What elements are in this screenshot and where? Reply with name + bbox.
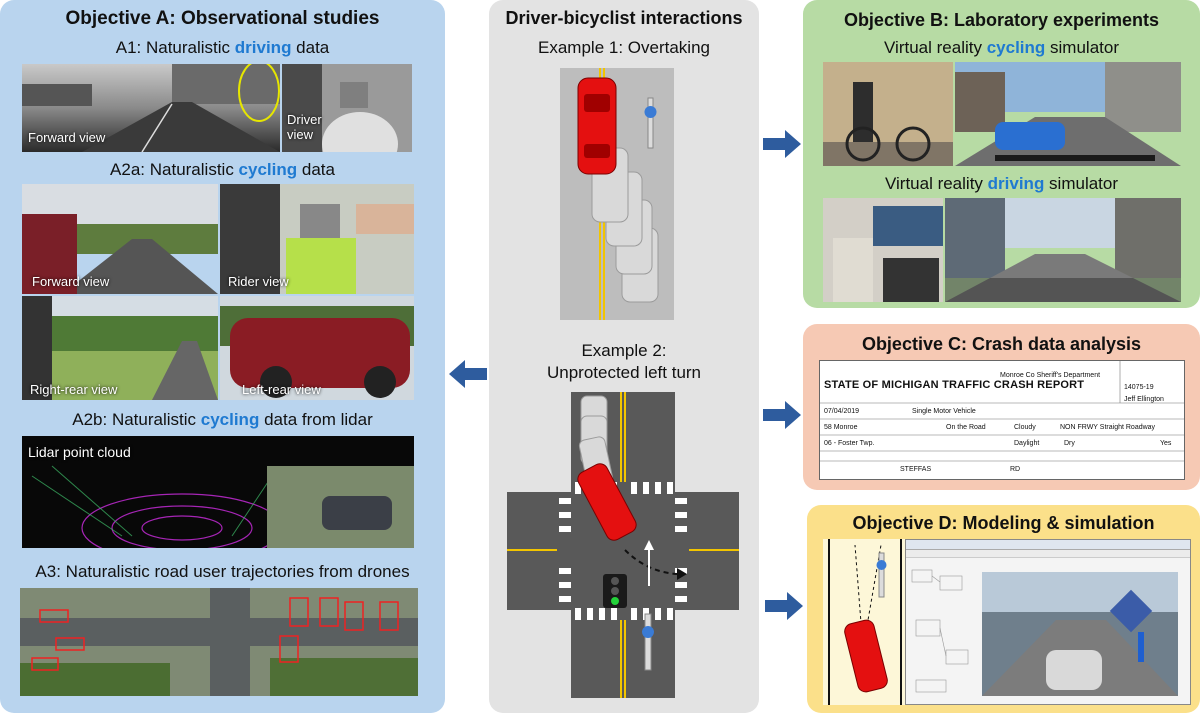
example2-label: Example 2:Unprotected left turn xyxy=(546,341,702,382)
crash-report-road: NON FRWY Straight Roadway xyxy=(1060,424,1156,431)
arrow-right-b-icon xyxy=(763,130,801,158)
left-turn-diagram xyxy=(507,392,739,698)
interactions-panel: Driver-bicyclist interactions Example 1:… xyxy=(489,0,759,713)
crash-report-agency: Monroe Co Sheriff's Department xyxy=(1000,372,1101,379)
objective-c-title: Objective C: Crash data analysis xyxy=(861,334,1142,354)
vr-driving-heading: Virtual reality driving simulator xyxy=(884,174,1119,193)
traffic-light-icon xyxy=(603,574,627,608)
overtaking-diagram xyxy=(560,68,674,320)
a2a-rider-view-label: Rider view xyxy=(228,274,289,289)
crash-report-weather: Cloudy xyxy=(1014,424,1036,431)
arrow-left-icon xyxy=(449,360,487,388)
simulation-software-window xyxy=(905,539,1191,705)
interactions-title: Driver-bicyclist interactions xyxy=(505,8,743,28)
crash-report-yes: Yes xyxy=(1160,440,1172,447)
a2a-rider-view-image: Rider view xyxy=(220,184,414,294)
left-turn-bicyclist xyxy=(642,613,654,671)
arrow-right-d-icon xyxy=(765,592,803,620)
a2a-forward-view-label: Forward view xyxy=(32,274,110,289)
a2b-lidar-label: Lidar point cloud xyxy=(28,444,131,460)
vr-cycling-scene-image xyxy=(955,62,1181,166)
objective-a-title: Objective A: Observational studies xyxy=(65,8,380,29)
objective-d-title: Objective D: Modeling & simulation xyxy=(852,513,1155,533)
a3-heading: A3: Naturalistic road user trajectories … xyxy=(35,562,410,581)
a2b-lidar-image: Lidar point cloud xyxy=(22,436,414,548)
overtaking-car xyxy=(577,77,617,175)
arrow-right-c-icon xyxy=(763,401,801,429)
vr-driving-lab-image xyxy=(823,198,943,302)
crash-report-suffix: RD xyxy=(1010,466,1021,473)
objective-b-panel: Objective B: Laboratory experiments Virt… xyxy=(803,0,1200,308)
crash-report-form: STATE OF MICHIGAN TRAFFIC CRASH REPORT M… xyxy=(819,360,1185,480)
left-turn-car xyxy=(577,463,637,541)
objective-c-panel: Objective C: Crash data analysis STATE O… xyxy=(803,324,1200,490)
crash-report-street: STEFFAS xyxy=(900,466,932,473)
a3-drone-image xyxy=(20,588,418,696)
a1-forward-view-image: Forward view xyxy=(22,64,280,152)
example1-label: Example 1: Overtaking xyxy=(538,38,710,57)
a2a-heading: A2a: Naturalistic cycling data xyxy=(110,160,335,179)
a1-forward-view-label: Forward view xyxy=(28,130,106,145)
a2a-right-rear-view-image: Right-rear view xyxy=(22,296,218,400)
crash-report-township: 06 - Foster Twp. xyxy=(824,440,875,447)
objective-a-panel: Objective A: Observational studies A1: N… xyxy=(0,0,445,713)
vr-cycling-heading: Virtual reality cycling simulator xyxy=(884,38,1119,57)
crash-report-light: Daylight xyxy=(1014,440,1040,447)
a2b-heading: A2b: Naturalistic cycling data from lida… xyxy=(72,410,373,429)
a1-heading: A1: Naturalistic driving data xyxy=(115,38,330,57)
a2a-left-rear-view-image: Left-rear view xyxy=(220,296,414,400)
crash-report-county: 58 Monroe xyxy=(824,424,858,431)
overtaking-bicyclist xyxy=(644,97,657,149)
crash-report-title: STATE OF MICHIGAN TRAFFIC CRASH REPORT xyxy=(824,379,1085,391)
crash-report-officer: Jeff Ellington xyxy=(1124,396,1164,403)
a2a-left-rear-view-label: Left-rear view xyxy=(242,382,321,397)
vr-cycling-lab-image xyxy=(823,62,953,166)
a2a-forward-view-image: Forward view xyxy=(22,184,218,294)
simulation-road-diagram xyxy=(823,539,907,705)
objective-d-panel: Objective D: Modeling & simulation xyxy=(807,505,1200,713)
a2a-right-rear-view-label: Right-rear view xyxy=(30,382,118,397)
crash-report-surface: Dry xyxy=(1064,440,1075,447)
crash-report-number: 14075-19 xyxy=(1124,384,1154,391)
crash-report-date: 07/04/2019 xyxy=(824,408,860,415)
crash-report-location: On the Road xyxy=(946,424,986,431)
vr-driving-scene-image xyxy=(945,198,1181,302)
crash-report-unit: Single Motor Vehicle xyxy=(912,408,976,415)
simulation-car xyxy=(844,619,888,693)
objective-b-title: Objective B: Laboratory experiments xyxy=(843,10,1160,30)
